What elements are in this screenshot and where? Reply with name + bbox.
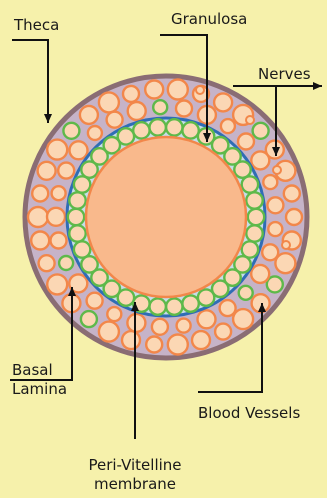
label-blood-vessels: Blood Vessels [198,404,300,423]
label-basal-lamina-line1: Basal [12,361,67,380]
theca-cell [58,163,74,179]
label-granulosa: Granulosa [171,10,247,29]
nerves-underline-arrowhead [313,82,322,90]
theca-cell [51,233,67,249]
theca-cell [267,197,283,213]
theca-cell [263,175,277,189]
theca-cell [99,92,119,112]
label-peri-vitelline-membrane: Peri-Vitelline membrane [65,456,205,494]
theca-cell [177,319,191,333]
nerve-cell [246,116,254,124]
granulosa-cell [118,128,134,144]
theca-cell [32,186,48,202]
granulosa-cell [69,192,85,208]
theca-cell [80,106,98,124]
blood-vessel-cell [253,123,269,139]
theca-cell [176,101,192,117]
theca-cell [262,244,278,260]
blood-vessel-cell [59,256,73,270]
granulosa-cell [166,298,182,314]
granulosa-cell [182,295,198,311]
theca-cell [70,141,88,159]
theca-cell [214,93,232,111]
theca-cell [47,208,65,226]
theca-cell [268,222,282,236]
theca-pointer-line [12,40,48,123]
granulosa-cell [246,192,262,208]
oocyte [86,137,246,297]
theca-cell [52,186,66,200]
granulosa-cell [69,225,85,241]
theca-cell [251,265,269,283]
theca-cell [38,162,56,180]
granulosa-cell [246,225,262,241]
theca-pointer-arrowhead [44,114,52,123]
blood-vessel-cell [267,276,283,292]
nerve-cell [273,166,281,174]
theca-cell [28,207,48,227]
granulosa-cell [150,119,166,135]
theca-cell [107,112,123,128]
nerve-cell [282,241,290,249]
theca-cell [39,255,55,271]
theca-cell [88,126,102,140]
blood-vessel-cell [63,123,79,139]
granulosa-cell [248,209,264,225]
label-basal-lamina: Basal Lamina [12,361,67,399]
theca-cell [221,119,235,133]
label-basal-lamina-line2: Lamina [12,380,67,399]
blood-vessel-cell [153,100,167,114]
theca-cell [215,324,231,340]
granulosa-cell [166,119,182,135]
theca-cell [122,331,140,349]
theca-cell [168,80,188,100]
granulosa-cell [68,209,84,225]
theca-cell [286,209,302,225]
theca-cell [123,86,139,102]
theca-cell [99,322,119,342]
label-peri-vitelline-line1: Peri-Vitelline [65,456,205,475]
theca-cell [47,140,67,160]
label-nerves: Nerves [258,65,311,84]
theca-cell [284,186,300,202]
theca-cell [198,310,216,328]
theca-cell [146,337,162,353]
theca-cell [152,319,168,335]
label-theca: Theca [14,16,59,35]
theca-cell [233,309,253,329]
theca-cell [31,232,49,250]
theca-cell [128,102,146,120]
granulosa-cell [133,122,149,138]
theca-cell [192,331,210,349]
theca-cell [145,81,163,99]
theca-cell [87,293,103,309]
granulosa-cell [150,298,166,314]
granulosa-cell [242,176,258,192]
theca-cell [127,314,145,332]
theca-cell [168,335,188,355]
granulosa-cell [198,289,214,305]
blood-vessel-cell [81,311,97,327]
nerve-cell [196,86,204,94]
label-peri-vitelline-line2: membrane [65,475,205,494]
blood-vessel-cell [239,286,253,300]
theca-cell [47,274,67,294]
theca-cell [107,307,121,321]
granulosa-cell [74,241,90,257]
theca-cell [251,151,269,169]
theca-cell [220,300,236,316]
granulosa-cell [182,122,198,138]
theca-cell [238,134,254,150]
